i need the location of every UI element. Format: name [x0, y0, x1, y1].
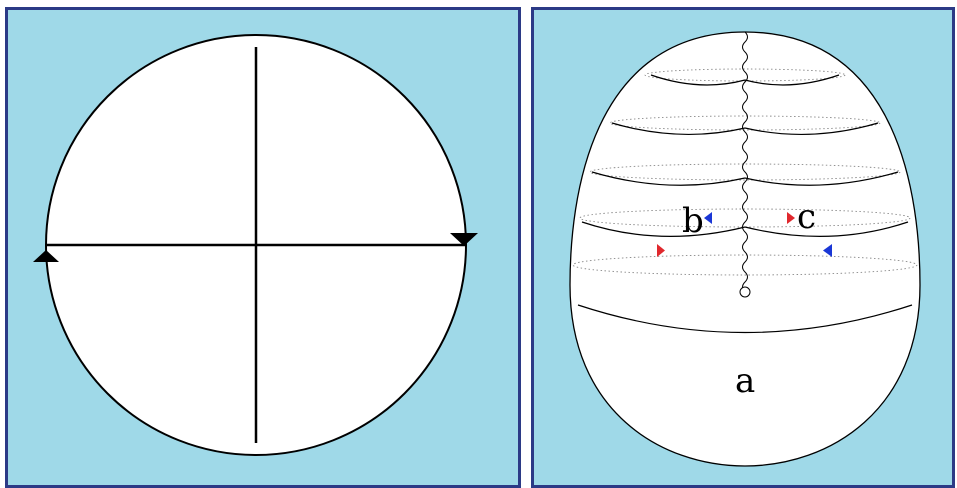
right-diagram: a b c [570, 32, 920, 466]
label-a: a [735, 361, 755, 401]
label-c: c [797, 197, 816, 237]
left-diagram [33, 35, 478, 455]
label-b: b [682, 201, 704, 241]
seam-end-circle [740, 287, 750, 297]
